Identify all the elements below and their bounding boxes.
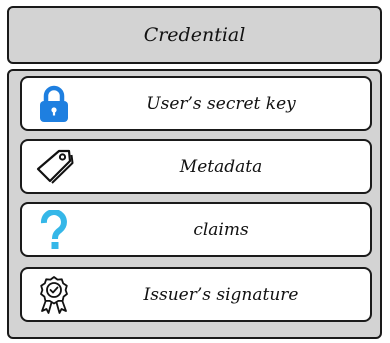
field-claims: claims xyxy=(20,202,372,257)
field-metadata: Metadata xyxy=(20,139,372,194)
field-label-claims: claims xyxy=(193,219,249,240)
certificate-badge-icon xyxy=(34,275,74,315)
credential-header: Credential xyxy=(7,6,382,64)
question-mark-icon xyxy=(34,210,74,250)
field-label-secret-key: User’s secret key xyxy=(146,93,296,114)
credential-title: Credential xyxy=(143,24,246,46)
field-label-issuer-signature: Issuer’s signature xyxy=(143,284,299,305)
tag-icon xyxy=(34,147,74,187)
credential-fields-panel: User’s secret key Metadata claims xyxy=(7,69,382,339)
field-secret-key: User’s secret key xyxy=(20,76,372,131)
lock-icon xyxy=(34,84,74,124)
field-issuer-signature: Issuer’s signature xyxy=(20,267,372,322)
field-label-metadata: Metadata xyxy=(179,156,263,177)
